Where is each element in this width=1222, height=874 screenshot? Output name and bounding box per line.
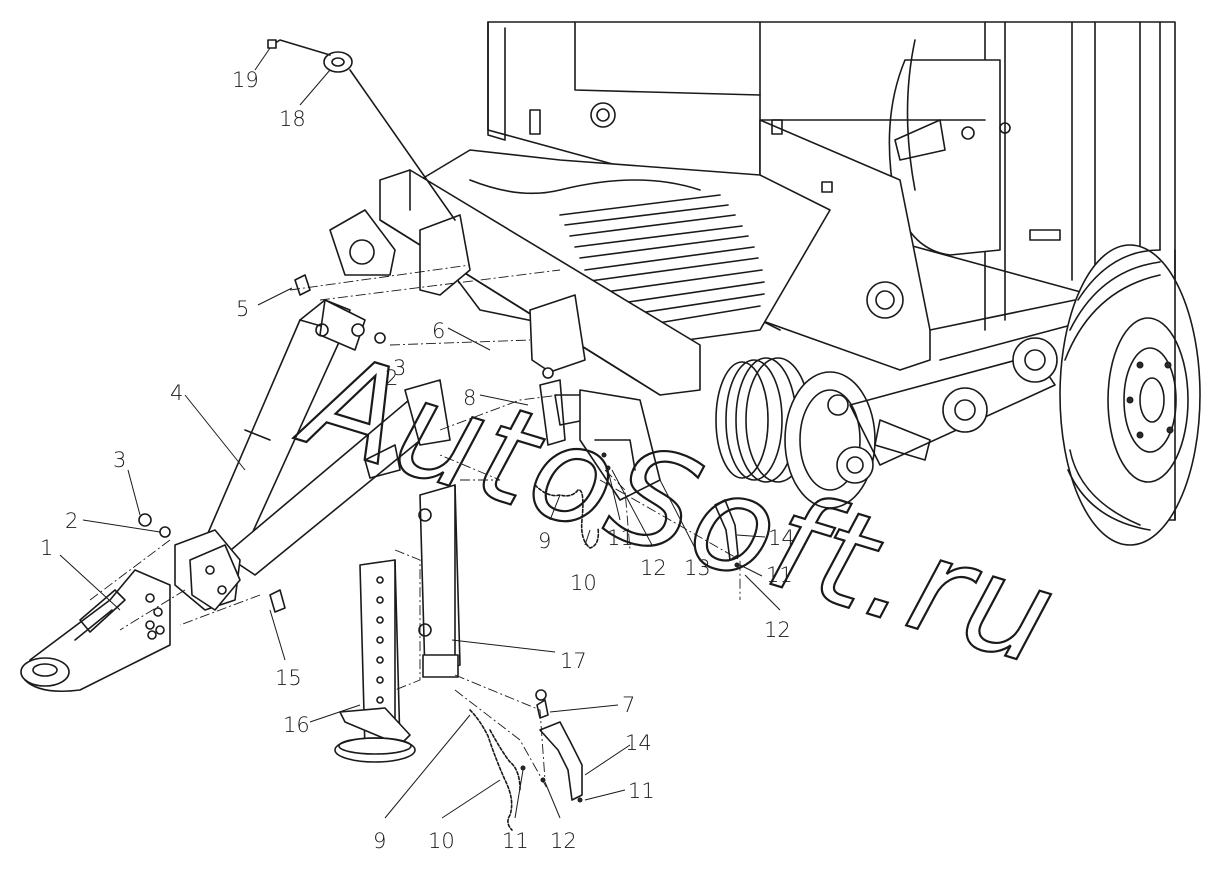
safety-cable (267, 39, 456, 221)
callout-16: 16 (283, 713, 310, 737)
callout-12-lower: 12 (550, 829, 577, 853)
callout-11-right: 11 (766, 563, 793, 587)
callout-3-upper: 3 (393, 356, 406, 380)
wheel (1059, 244, 1201, 546)
callout-7: 7 (622, 693, 635, 717)
callout-3-left: 3 (113, 448, 126, 472)
callout-19: 19 (232, 68, 259, 92)
callout-10-upper: 10 (570, 571, 597, 595)
callout-4: 4 (170, 381, 183, 405)
callout-11-lower: 11 (502, 829, 529, 853)
callout-9-lower: 9 (373, 829, 386, 853)
callout-12-upper: 12 (640, 556, 667, 580)
callout-1: 1 (40, 536, 53, 560)
callout-14-lower: 14 (625, 731, 652, 755)
callout-11-lower-right: 11 (628, 779, 655, 803)
callout-18: 18 (279, 107, 306, 131)
callout-2-left: 2 (65, 509, 78, 533)
callout-8: 8 (463, 386, 476, 410)
callout-5: 5 (236, 297, 249, 321)
callout-10-lower: 10 (428, 829, 455, 853)
drive-chain (827, 337, 1058, 484)
callout-12-right: 12 (764, 618, 791, 642)
pins (138, 274, 740, 803)
callout-2-upper: 2 (385, 366, 398, 390)
assembly-lines (89, 264, 741, 791)
drawbar (174, 299, 451, 611)
hitch-eye (20, 569, 171, 693)
callout-9-upper: 9 (538, 529, 551, 553)
jack-assembly (334, 484, 461, 763)
callout-17: 17 (560, 649, 587, 673)
leader-lines (59, 47, 781, 819)
callout-numbers: 19 18 5 4 3 2 1 2 3 6 8 9 10 11 12 13 14… (40, 68, 795, 853)
callout-6: 6 (432, 319, 445, 343)
callout-15: 15 (275, 666, 302, 690)
baler-body (329, 21, 1176, 521)
callout-14-upper: 14 (768, 526, 795, 550)
callout-13: 13 (684, 556, 711, 580)
callout-11-upper: 11 (607, 526, 634, 550)
chains (469, 484, 600, 831)
